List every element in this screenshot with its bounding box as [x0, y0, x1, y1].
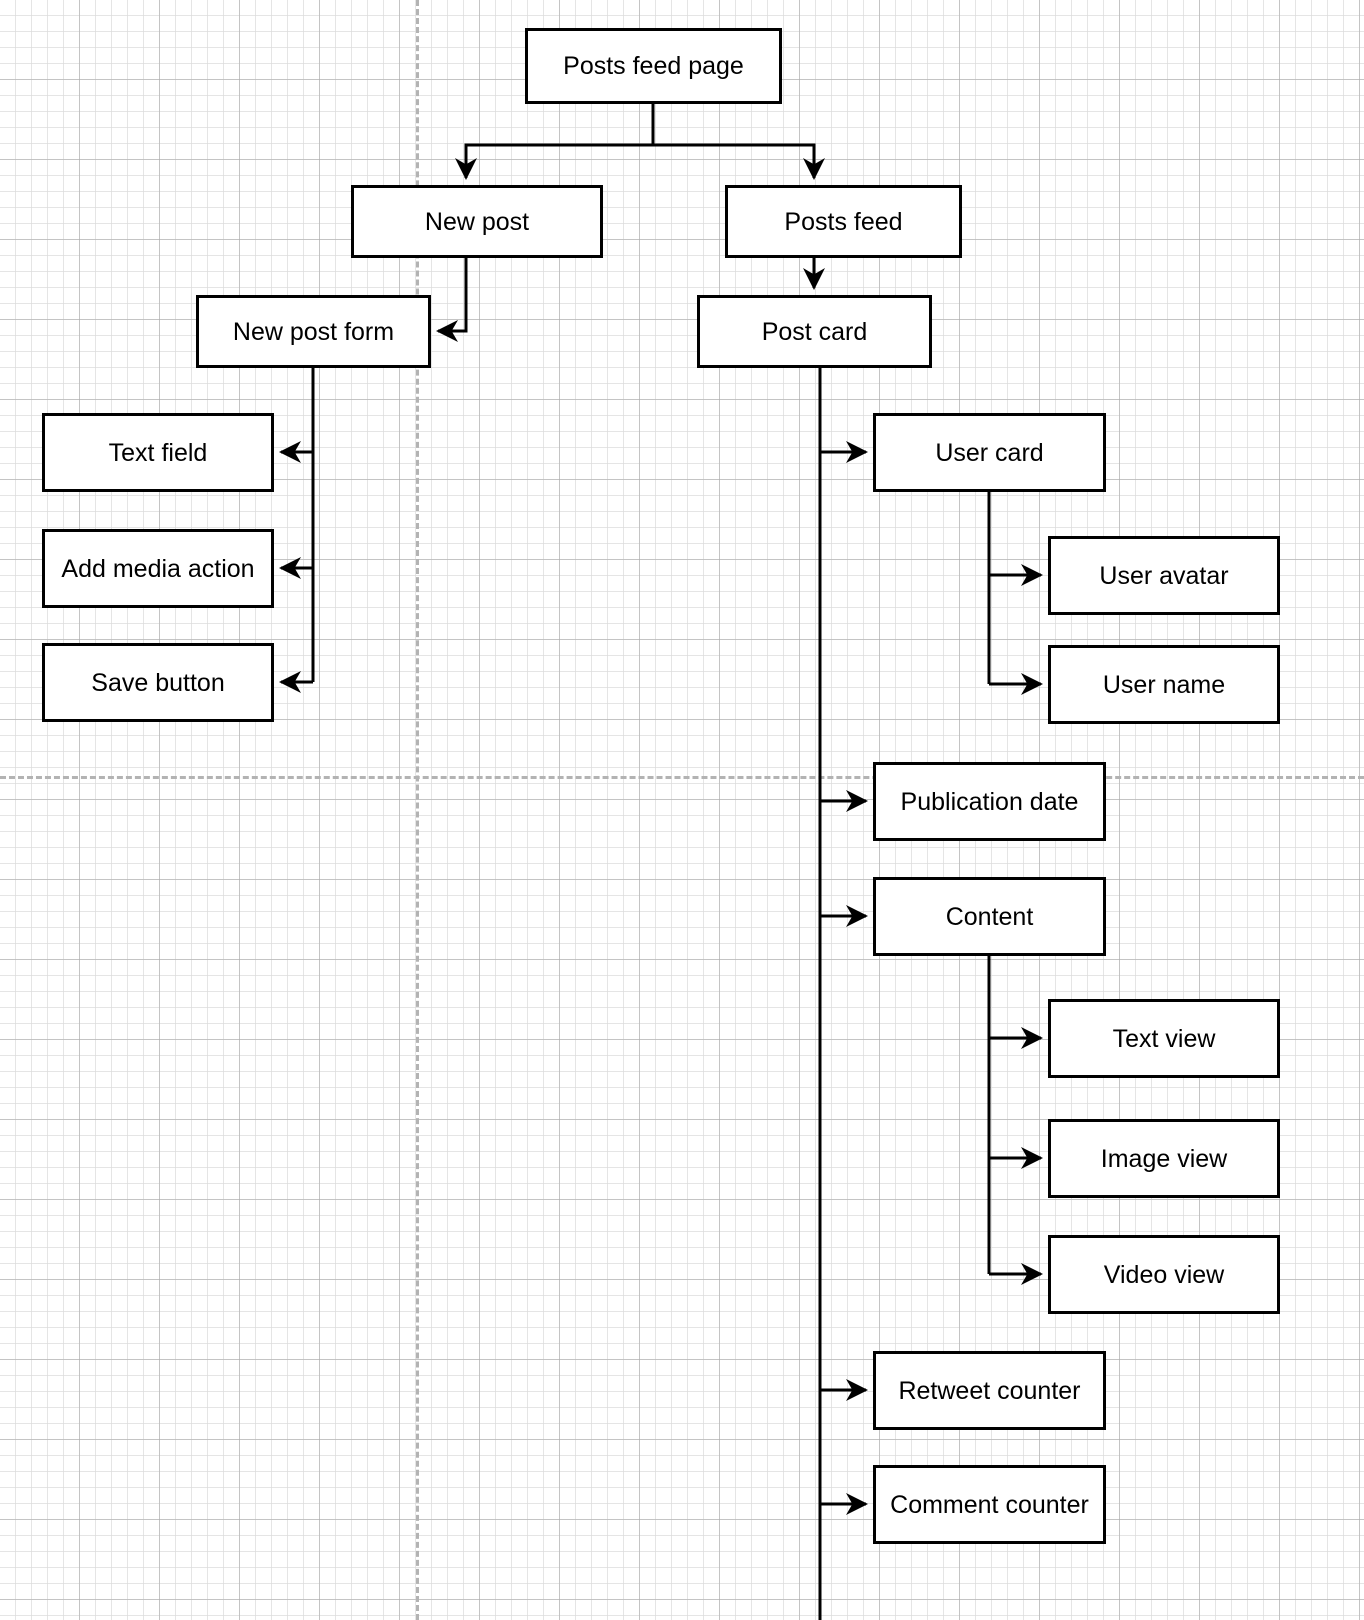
node-posts-feed-page[interactable]: Posts feed page: [525, 28, 782, 104]
node-label: Image view: [1100, 1144, 1228, 1173]
node-label: Posts feed page: [563, 52, 744, 80]
node-publication-date[interactable]: Publication date: [873, 762, 1106, 841]
node-new-post[interactable]: New post: [351, 185, 603, 258]
node-label: Posts feed: [784, 207, 903, 236]
node-add-media-action[interactable]: Add media action: [42, 529, 274, 608]
edge-posts-feed-page-to-posts-feed: [653, 143, 825, 180]
node-label: Comment counter: [890, 1490, 1089, 1519]
node-label: User card: [935, 438, 1044, 467]
node-label: Publication date: [900, 787, 1079, 816]
node-video-view[interactable]: Video view: [1048, 1235, 1280, 1314]
edge-posts-feed-page-to-new-post: [455, 104, 655, 180]
node-text-field[interactable]: Text field: [42, 413, 274, 492]
node-comment-counter[interactable]: Comment counter: [873, 1465, 1106, 1544]
node-label: Retweet counter: [898, 1376, 1081, 1405]
node-label: User name: [1102, 670, 1226, 699]
node-new-post-form[interactable]: New post form: [196, 295, 431, 368]
node-label: Video view: [1103, 1260, 1225, 1289]
node-content[interactable]: Content: [873, 877, 1106, 956]
node-label: Post card: [761, 317, 868, 346]
node-label: Content: [945, 902, 1034, 931]
node-label: Save button: [91, 668, 225, 697]
node-user-avatar[interactable]: User avatar: [1048, 536, 1280, 615]
node-post-card[interactable]: Post card: [697, 295, 932, 368]
edge-new-post-to-new-post-form: [436, 258, 468, 342]
node-text-view[interactable]: Text view: [1048, 999, 1280, 1078]
node-user-card[interactable]: User card: [873, 413, 1106, 492]
node-label: Text field: [108, 438, 208, 467]
vertical-guide-line: [416, 0, 419, 1620]
node-user-name[interactable]: User name: [1048, 645, 1280, 724]
horizontal-guide-line: [0, 776, 1364, 779]
node-label: New post: [424, 207, 530, 236]
node-image-view[interactable]: Image view: [1048, 1119, 1280, 1198]
node-label: User avatar: [1099, 561, 1229, 590]
node-retweet-counter[interactable]: Retweet counter: [873, 1351, 1106, 1430]
node-label: Add media action: [61, 554, 255, 583]
node-label: Text view: [1112, 1024, 1216, 1053]
node-posts-feed[interactable]: Posts feed: [725, 185, 962, 258]
node-label: New post form: [232, 317, 395, 346]
node-save-button[interactable]: Save button: [42, 643, 274, 722]
